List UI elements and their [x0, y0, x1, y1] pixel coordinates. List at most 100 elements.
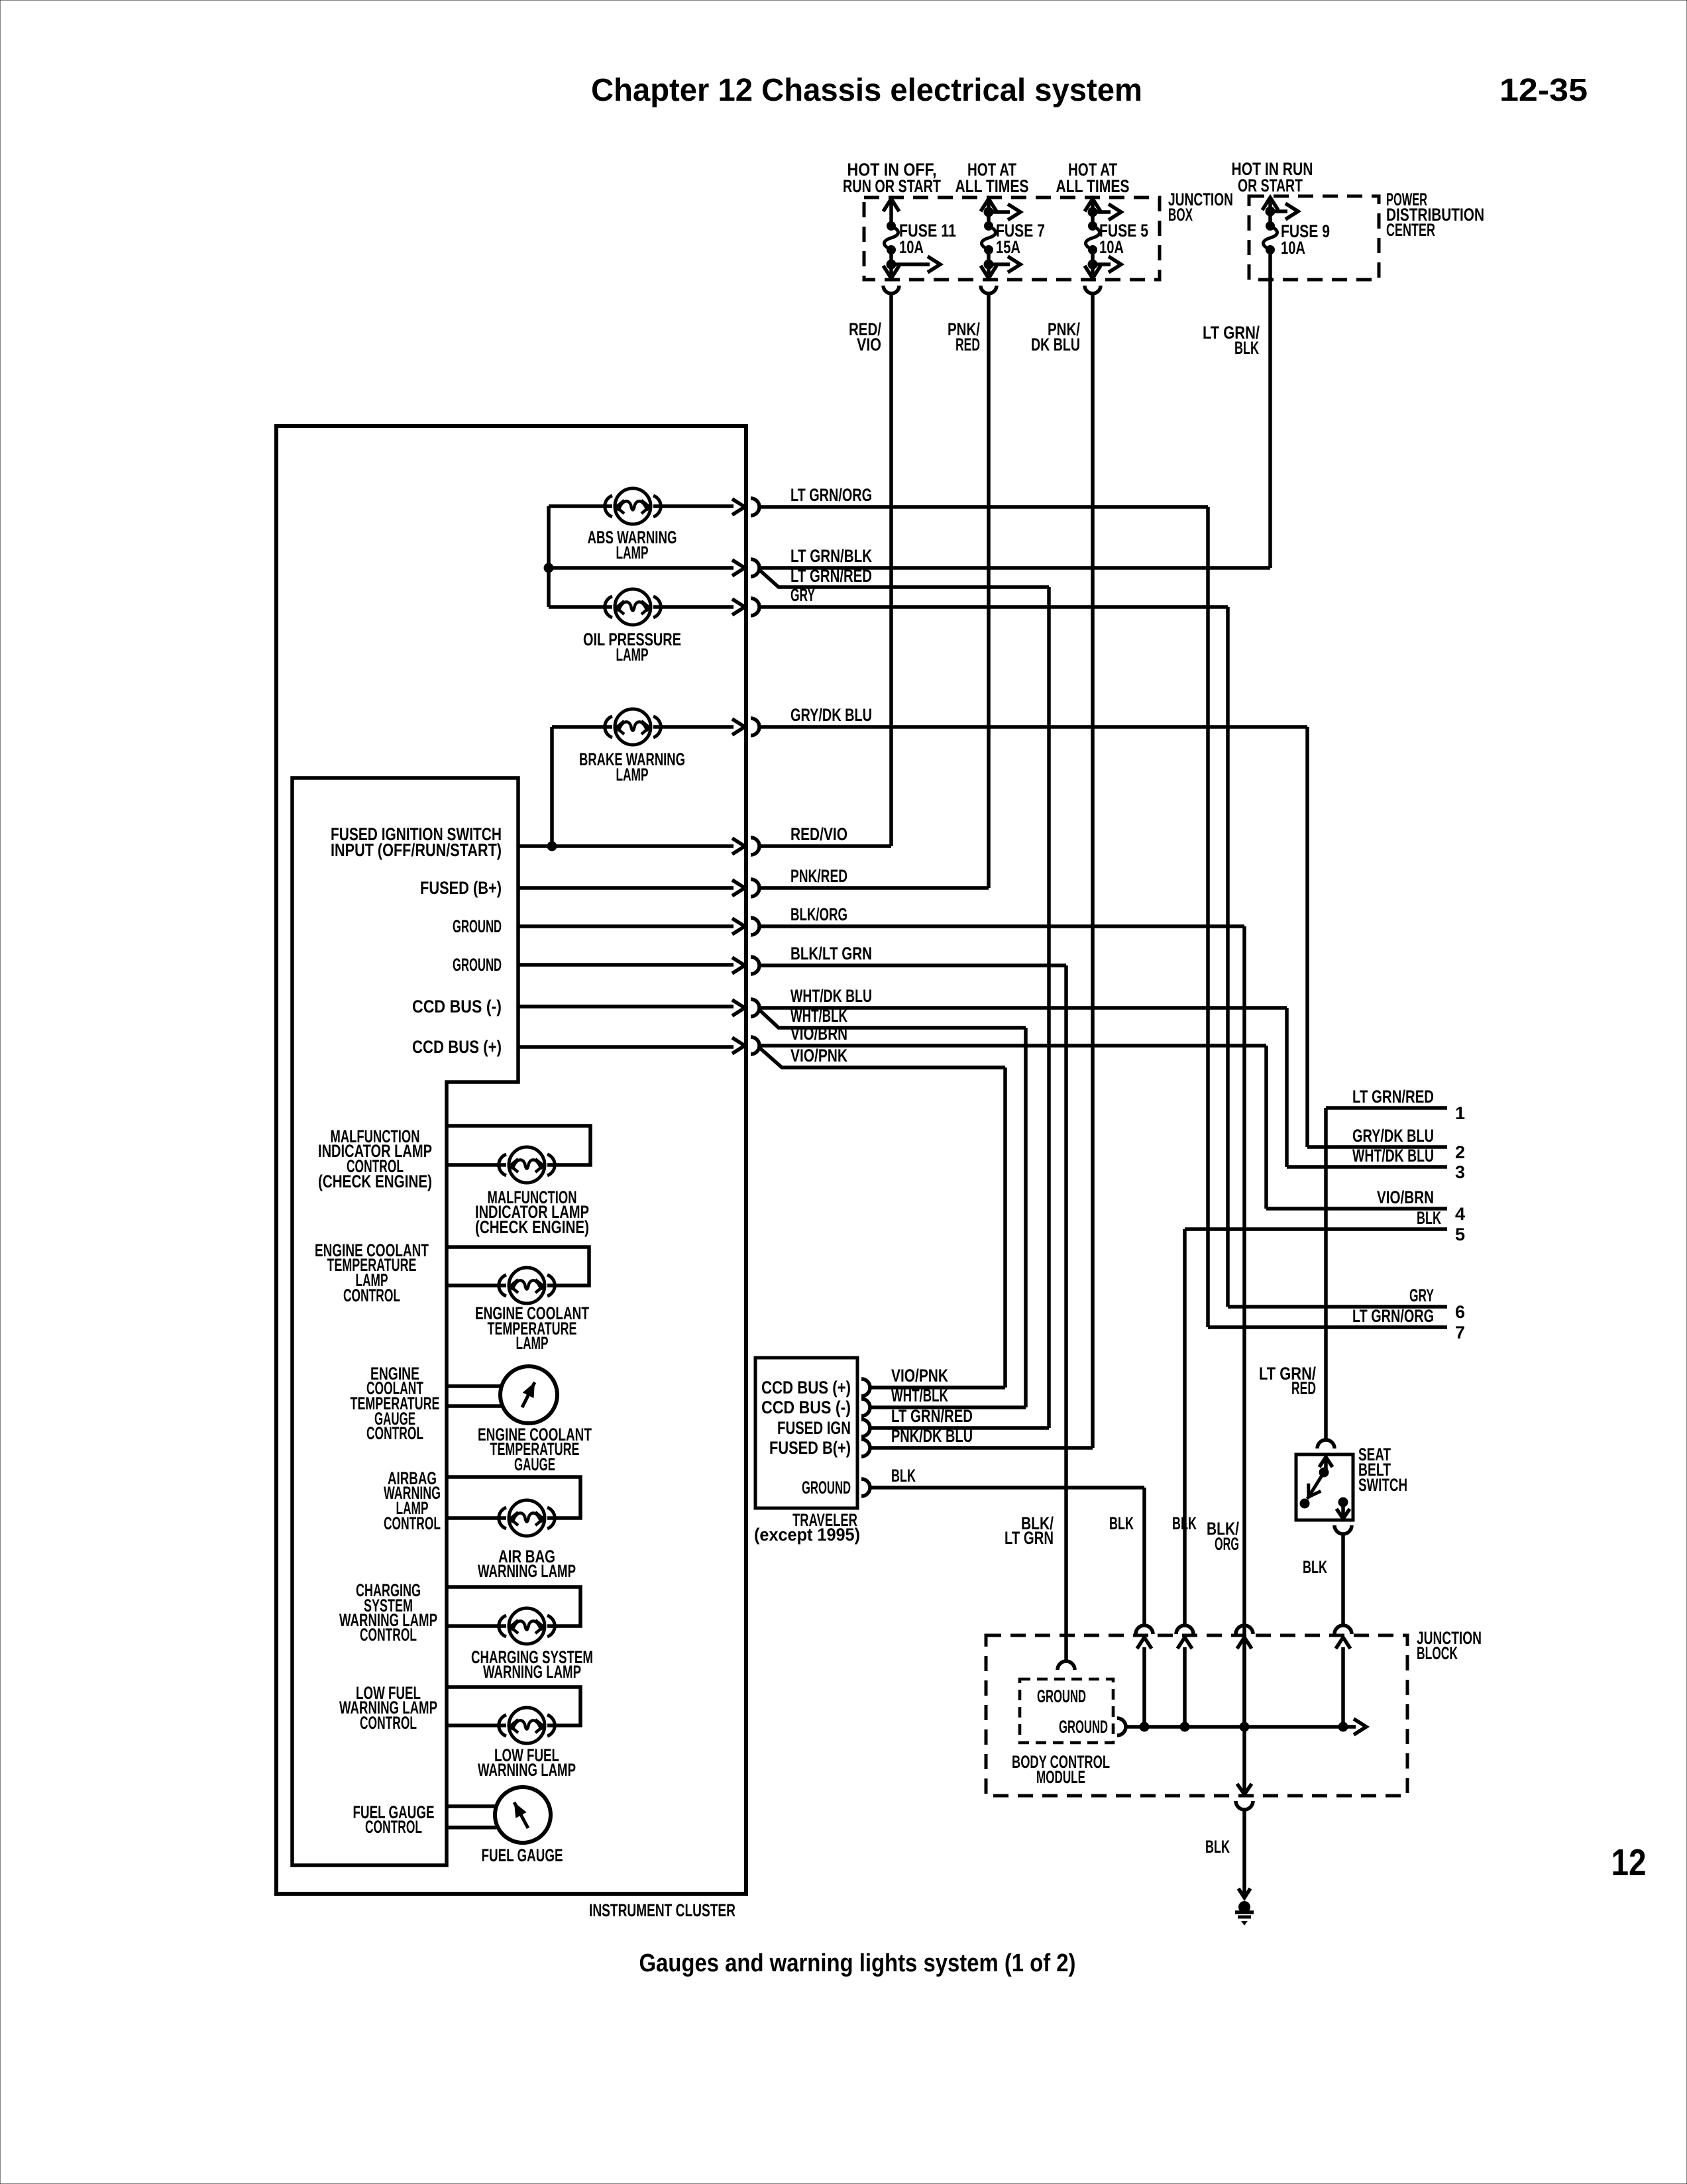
- svg-text:WHT/BLK: WHT/BLK: [790, 1006, 847, 1026]
- svg-text:LAMP: LAMP: [516, 1333, 549, 1353]
- svg-text:TEMPERATURE: TEMPERATURE: [488, 1319, 577, 1338]
- svg-text:RED: RED: [1291, 1378, 1316, 1398]
- svg-text:FUSED B(+): FUSED B(+): [769, 1438, 851, 1458]
- svg-text:CONTROL: CONTROL: [360, 1713, 417, 1733]
- svg-text:CONTROL: CONTROL: [365, 1817, 422, 1837]
- svg-text:5: 5: [1455, 1225, 1465, 1244]
- svg-text:RED/: RED/: [849, 319, 881, 339]
- svg-text:CHARGING SYSTEM: CHARGING SYSTEM: [471, 1647, 593, 1667]
- svg-text:TEMPERATURE: TEMPERATURE: [490, 1439, 580, 1459]
- svg-text:CCD BUS (-): CCD BUS (-): [412, 997, 502, 1016]
- svg-text:BLK/LT GRN: BLK/LT GRN: [790, 944, 872, 963]
- svg-text:LT GRN/ORG: LT GRN/ORG: [1352, 1306, 1434, 1326]
- svg-text:VIO/BRN: VIO/BRN: [790, 1024, 847, 1044]
- svg-text:LOW FUEL: LOW FUEL: [494, 1745, 559, 1765]
- svg-text:AIR BAG: AIR BAG: [498, 1547, 555, 1566]
- svg-text:GROUND: GROUND: [453, 916, 502, 936]
- svg-text:WHT/BLK: WHT/BLK: [891, 1386, 948, 1405]
- svg-text:10A: 10A: [1281, 238, 1305, 258]
- svg-text:CONTROL: CONTROL: [343, 1285, 400, 1305]
- svg-text:GRY/DK BLU: GRY/DK BLU: [790, 705, 872, 725]
- svg-text:1: 1: [1455, 1103, 1465, 1123]
- svg-text:CONTROL: CONTROL: [366, 1423, 423, 1443]
- svg-text:FUSED IGN: FUSED IGN: [777, 1418, 851, 1438]
- svg-text:OR START: OR START: [1238, 176, 1303, 195]
- svg-text:MALFUNCTION: MALFUNCTION: [331, 1126, 420, 1146]
- svg-text:HOT IN RUN: HOT IN RUN: [1232, 159, 1313, 179]
- svg-text:GRY: GRY: [1409, 1285, 1434, 1305]
- svg-text:CCD BUS (+): CCD BUS (+): [412, 1037, 502, 1057]
- svg-text:12: 12: [1611, 1841, 1647, 1884]
- svg-text:(CHECK ENGINE): (CHECK ENGINE): [318, 1172, 432, 1191]
- svg-text:BLK: BLK: [1109, 1513, 1134, 1533]
- svg-text:BELT: BELT: [1358, 1460, 1391, 1480]
- svg-text:HOT AT: HOT AT: [1068, 160, 1117, 180]
- svg-text:GROUND: GROUND: [1059, 1717, 1108, 1737]
- svg-text:JUNCTION: JUNCTION: [1168, 190, 1233, 209]
- svg-text:LT GRN/: LT GRN/: [1203, 323, 1260, 343]
- svg-text:GROUND: GROUND: [453, 955, 502, 975]
- svg-text:15A: 15A: [996, 237, 1020, 257]
- svg-text:OIL PRESSURE: OIL PRESSURE: [583, 629, 681, 649]
- svg-text:WARNING: WARNING: [384, 1483, 441, 1503]
- svg-text:VIO: VIO: [857, 335, 881, 355]
- svg-text:ABS WARNING: ABS WARNING: [588, 527, 677, 547]
- svg-text:LT GRN/: LT GRN/: [1259, 1364, 1316, 1384]
- svg-text:PNK/: PNK/: [1048, 319, 1080, 339]
- svg-text:INSTRUMENT CLUSTER: INSTRUMENT CLUSTER: [589, 1900, 735, 1920]
- svg-text:WARNING LAMP: WARNING LAMP: [483, 1662, 581, 1682]
- svg-text:LT GRN/BLK: LT GRN/BLK: [790, 546, 872, 566]
- svg-text:10A: 10A: [1099, 237, 1124, 257]
- svg-text:TEMPERATURE: TEMPERATURE: [351, 1393, 440, 1413]
- svg-text:Gauges and warning lights syst: Gauges and warning lights system (1 of 2…: [639, 1949, 1076, 1977]
- svg-text:CONTROL: CONTROL: [360, 1625, 417, 1645]
- svg-text:INDICATOR LAMP: INDICATOR LAMP: [475, 1202, 589, 1222]
- svg-text:INPUT (OFF/RUN/START): INPUT (OFF/RUN/START): [331, 840, 502, 860]
- svg-text:FUSE 7: FUSE 7: [996, 221, 1045, 241]
- svg-text:BRAKE WARNING: BRAKE WARNING: [579, 749, 685, 769]
- svg-text:FUSE 5: FUSE 5: [1099, 221, 1148, 241]
- svg-text:CHARGING: CHARGING: [356, 1580, 421, 1600]
- svg-text:TRAVELER: TRAVELER: [792, 1510, 857, 1530]
- svg-text:COOLANT: COOLANT: [366, 1378, 423, 1398]
- svg-text:BLK: BLK: [1417, 1208, 1441, 1228]
- svg-text:FUEL GAUGE: FUEL GAUGE: [353, 1802, 435, 1822]
- svg-text:FUSED IGNITION SWITCH: FUSED IGNITION SWITCH: [331, 824, 502, 844]
- svg-text:(CHECK ENGINE): (CHECK ENGINE): [475, 1217, 589, 1237]
- svg-text:MALFUNCTION: MALFUNCTION: [488, 1187, 577, 1207]
- svg-text:7: 7: [1455, 1323, 1465, 1342]
- svg-text:WHT/DK BLU: WHT/DK BLU: [790, 986, 872, 1006]
- svg-text:VIO/BRN: VIO/BRN: [1377, 1187, 1434, 1207]
- svg-text:FUSED (B+): FUSED (B+): [420, 878, 502, 898]
- svg-text:FUEL GAUGE: FUEL GAUGE: [482, 1845, 563, 1865]
- svg-text:DISTRIBUTION: DISTRIBUTION: [1386, 205, 1484, 225]
- svg-text:VIO/PNK: VIO/PNK: [790, 1046, 847, 1065]
- svg-text:4: 4: [1455, 1204, 1465, 1224]
- svg-text:LT GRN/RED: LT GRN/RED: [891, 1406, 973, 1426]
- svg-text:ENGINE: ENGINE: [370, 1364, 419, 1384]
- svg-text:RED: RED: [955, 335, 980, 355]
- svg-text:MODULE: MODULE: [1036, 1767, 1085, 1787]
- svg-text:CENTER: CENTER: [1386, 220, 1435, 240]
- svg-text:CONTROL: CONTROL: [384, 1513, 441, 1533]
- svg-text:BODY CONTROL: BODY CONTROL: [1012, 1752, 1110, 1772]
- svg-text:TEMPERATURE: TEMPERATURE: [327, 1255, 417, 1275]
- svg-text:LT GRN/ORG: LT GRN/ORG: [790, 485, 872, 505]
- svg-text:RED/VIO: RED/VIO: [790, 824, 847, 844]
- svg-text:LAMP: LAMP: [616, 543, 649, 563]
- svg-text:WARNING LAMP: WARNING LAMP: [478, 1561, 576, 1581]
- svg-text:FUSE 9: FUSE 9: [1281, 221, 1330, 241]
- svg-text:BLK/: BLK/: [1207, 1519, 1239, 1539]
- svg-text:PNK/DK BLU: PNK/DK BLU: [891, 1426, 973, 1446]
- svg-text:ALL TIMES: ALL TIMES: [955, 176, 1029, 196]
- svg-text:SWITCH: SWITCH: [1358, 1475, 1407, 1495]
- svg-text:RUN OR START: RUN OR START: [843, 176, 941, 196]
- svg-text:BLK: BLK: [1205, 1837, 1230, 1857]
- svg-text:ORG: ORG: [1215, 1534, 1239, 1554]
- svg-text:ENGINE COOLANT: ENGINE COOLANT: [315, 1240, 429, 1260]
- svg-text:POWER: POWER: [1386, 190, 1427, 209]
- svg-text:6: 6: [1455, 1302, 1465, 1322]
- svg-text:GROUND: GROUND: [802, 1478, 851, 1498]
- svg-text:LAMP: LAMP: [616, 765, 649, 785]
- svg-text:12-35: 12-35: [1499, 73, 1588, 108]
